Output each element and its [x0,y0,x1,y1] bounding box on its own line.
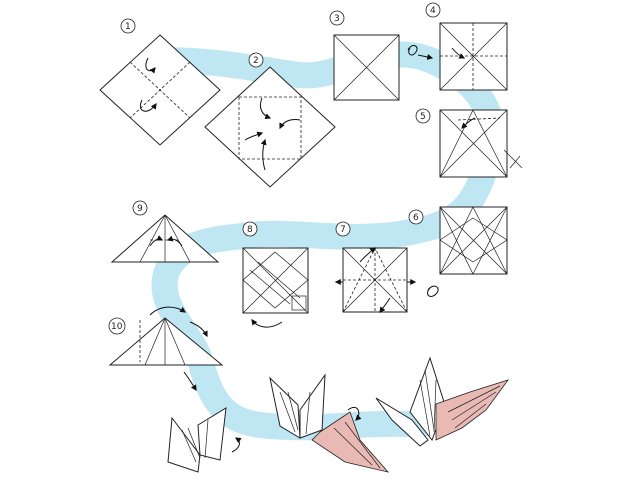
fold-arrow-icon [379,297,391,313]
turn-over-icon [427,285,439,297]
step-8-number: 8 [242,221,258,237]
svg-text:10: 10 [111,322,123,332]
step-10: 10 [108,306,224,392]
svg-text:8: 8 [247,225,253,235]
fold-arrow-icon [451,47,466,59]
fold-arrow-icon [417,54,434,60]
fold-arrow-icon [231,437,242,453]
fold-arrow-icon [244,131,264,141]
svg-text:5: 5 [420,112,426,122]
fold-arrow-icon [251,319,283,328]
step-3: 3 [329,10,434,101]
step-2-sheet [204,66,336,188]
svg-text:9: 9 [137,204,143,214]
fold-arrow-icon [461,117,476,129]
step-4-number: 4 [425,2,441,18]
fold-arrow-icon [140,99,157,112]
turn-over-icon [407,45,418,56]
bird-stage-a [167,407,242,473]
step-10-sheet [108,317,224,366]
step-9: 9 [110,200,220,263]
fold-arrow-icon [359,247,376,263]
svg-text:4: 4 [430,6,436,16]
svg-text:7: 7 [340,225,346,235]
step-9-number: 9 [132,200,148,216]
step-5-number: 5 [415,108,431,124]
fold-arrow-icon [259,97,272,120]
cut-mark-icon [503,149,523,169]
fold-arrow-icon [149,235,164,247]
fold-arrow-icon [149,306,186,316]
bird-stage-c [375,356,510,447]
step-1-number: 1 [120,18,136,34]
step-2-number: 2 [248,52,264,68]
svg-text:6: 6 [413,213,419,223]
svg-text:3: 3 [334,14,340,24]
bird-stage-b [269,373,390,473]
step-4: 4 [425,2,508,91]
fold-arrow-icon [183,371,197,392]
step-5: 5 [415,108,523,178]
fold-arrow-icon [145,57,156,74]
fold-arrow-icon [279,119,301,130]
step-8: 8 [242,221,309,328]
fold-arrow-icon [166,235,183,247]
svg-text:2: 2 [253,56,259,66]
step-10-number: 10 [108,317,126,335]
svg-text:1: 1 [125,22,131,32]
fold-arrow-icon [189,321,208,338]
fold-arrow-icon [347,406,362,421]
fold-arrow-icon [260,138,267,171]
step-1: 1 [99,18,221,146]
step-2: 2 [204,52,336,188]
step-7-number: 7 [335,221,351,237]
step-3-number: 3 [329,10,345,26]
step-7: 7 [334,221,417,313]
step-6-number: 6 [408,209,424,225]
step-6: 6 [408,206,508,297]
